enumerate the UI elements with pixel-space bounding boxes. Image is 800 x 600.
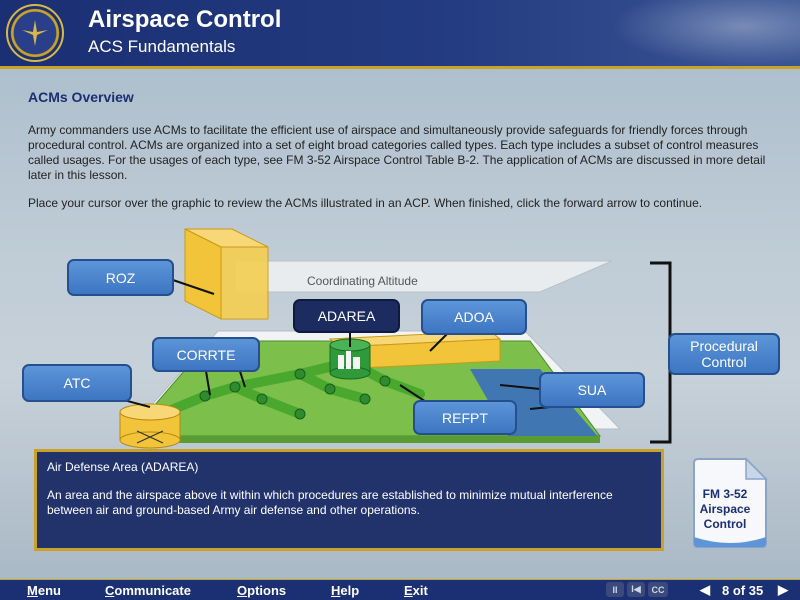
back-arrow-icon[interactable]: ◀ — [700, 582, 710, 597]
forward-arrow-icon[interactable]: ▶ — [778, 582, 788, 597]
fm-reference-line3: Control — [703, 517, 747, 531]
definition-text: An area and the airspace above it within… — [47, 488, 613, 517]
exit-link[interactable]: Exit — [404, 583, 428, 598]
help-hotkey: H — [331, 583, 341, 598]
options-link[interactable]: Options — [237, 583, 286, 598]
options-rest: ptions — [247, 583, 287, 598]
closed-caption-button[interactable]: CC — [648, 582, 668, 597]
sua-tag[interactable]: SUA — [539, 372, 645, 408]
procedural-control-line2: Control — [701, 354, 747, 370]
communicate-hotkey: C — [105, 583, 115, 598]
procedural-control-line1: Procedural — [690, 338, 758, 354]
pause-button[interactable]: II — [606, 582, 624, 597]
coordinating-altitude-wedge[interactable] — [234, 260, 613, 293]
exit-hotkey: E — [404, 583, 413, 598]
header-bar: Airspace Control ACS Fundamentals — [0, 0, 800, 69]
menu-rest: enu — [37, 583, 61, 598]
document-icon — [693, 457, 768, 548]
army-aviation-seal-icon — [6, 4, 64, 62]
exit-rest: xit — [412, 583, 428, 598]
atc-cylinder[interactable] — [119, 403, 181, 449]
procedural-bracket — [650, 261, 672, 444]
procedural-control-tag[interactable]: Procedural Control — [668, 333, 780, 375]
restart-button[interactable]: I◀ — [627, 582, 645, 597]
fm-reference-line1: FM 3-52 — [702, 487, 748, 501]
fm-3-52-reference-button[interactable]: FM 3-52 Airspace Control — [690, 457, 772, 550]
menu-hotkey: M — [27, 583, 38, 598]
communicate-rest: ommunicate — [114, 583, 191, 598]
adarea-tag[interactable]: ADAREA — [293, 299, 400, 333]
footer-bar: Menu Communicate Options Help Exit II I◀… — [0, 579, 800, 600]
content-area: ACMs Overview Army commanders use ACMs t… — [0, 69, 800, 579]
definition-panel: Air Defense Area (ADAREA) An area and th… — [34, 449, 664, 551]
roz-tag[interactable]: ROZ — [67, 259, 174, 296]
help-link[interactable]: Help — [331, 583, 359, 598]
body-paragraph: Army commanders use ACMs to facilitate t… — [28, 123, 766, 182]
adoa-tag[interactable]: ADOA — [421, 299, 527, 335]
roz-volume[interactable] — [184, 228, 269, 320]
page-title: Airspace Control — [88, 6, 282, 33]
definition-title: Air Defense Area (ADAREA) — [47, 460, 199, 474]
corrte-tag[interactable]: CORRTE — [152, 337, 260, 372]
page-subtitle: ACS Fundamentals — [88, 37, 236, 56]
atc-tag[interactable]: ATC — [22, 364, 132, 402]
refpt-tag[interactable]: REFPT — [413, 400, 517, 435]
coordinating-altitude-label: Coordinating Altitude — [307, 274, 418, 288]
page-counter: 8 of 35 — [722, 583, 764, 598]
fm-reference-label: FM 3-52 Airspace Control — [690, 487, 760, 532]
menu-link[interactable]: Menu — [27, 583, 61, 598]
instruction-text: Place your cursor over the graphic to re… — [28, 196, 703, 210]
section-title: ACMs Overview — [28, 89, 134, 105]
fm-reference-line2: Airspace — [699, 502, 751, 516]
help-rest: elp — [340, 583, 360, 598]
communicate-link[interactable]: Communicate — [105, 583, 191, 598]
adoa-volume[interactable] — [328, 330, 502, 370]
terrain-edge — [128, 436, 600, 443]
eagle-background-image — [610, 0, 800, 66]
options-hotkey: O — [237, 583, 248, 598]
